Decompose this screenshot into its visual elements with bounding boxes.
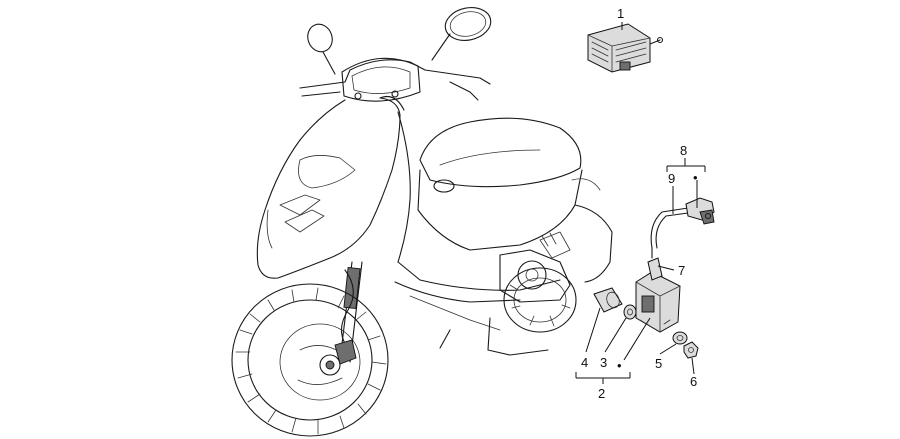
callout-6: 6 (690, 374, 697, 389)
callout-3: 3 (600, 355, 607, 370)
mirrors (307, 7, 492, 75)
callout-bullet-2: • (617, 358, 622, 373)
callout-2: 2 (598, 386, 605, 401)
callout-5: 5 (655, 356, 662, 371)
rear-wheel (503, 267, 577, 333)
ht-lead-and-spark-cap (650, 197, 715, 249)
callout-leaders (575, 22, 706, 384)
handlebar (299, 57, 491, 102)
callout-8: 8 (680, 143, 687, 158)
stand (439, 317, 549, 356)
scooter-drawing (231, 7, 613, 437)
callout-9: 9 (668, 171, 675, 186)
engine (499, 231, 571, 303)
seat-and-rear (394, 117, 613, 331)
front-body (256, 95, 411, 279)
ignition-coil (635, 247, 681, 333)
callout-7: 7 (678, 263, 685, 278)
callout-1: 1 (617, 6, 624, 21)
callout-4: 4 (581, 355, 588, 370)
voltage-regulator (587, 23, 664, 73)
front-wheel (231, 283, 389, 437)
callout-bullet-8: • (693, 170, 698, 185)
spacer-and-washer (593, 287, 637, 320)
washer-and-nut (672, 331, 699, 359)
callout-labels: 1 8 9 • 7 4 3 • 2 5 6 (581, 6, 698, 401)
